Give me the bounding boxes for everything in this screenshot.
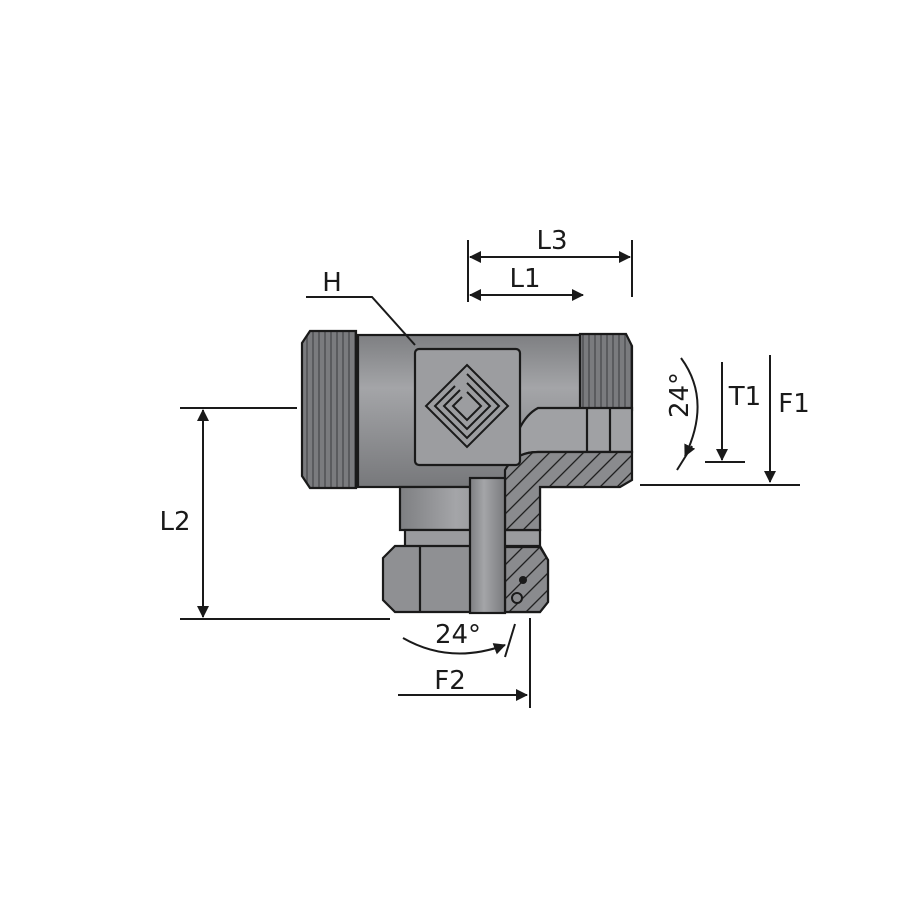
bottom-angle-label: 24° bbox=[435, 620, 481, 650]
angle-tick bbox=[676, 445, 693, 471]
dim-L3-label: L3 bbox=[536, 226, 567, 256]
side-angle-arrow bbox=[680, 357, 699, 457]
dim-T1-label: T1 bbox=[728, 382, 761, 412]
logo-icon bbox=[424, 363, 510, 449]
section-hatch bbox=[503, 450, 634, 532]
side-angle-label: 24° bbox=[665, 372, 695, 418]
dim-F1-label: F1 bbox=[778, 389, 810, 419]
angle-tick bbox=[504, 623, 516, 658]
dim-H-leader bbox=[306, 296, 416, 346]
dim-L2-label: L2 bbox=[159, 507, 190, 537]
wrench-flat bbox=[413, 347, 522, 467]
dim-H-label: H bbox=[322, 268, 342, 298]
bottom-angle-arrow bbox=[402, 637, 506, 655]
right-thread bbox=[578, 332, 634, 412]
dim-L1-label: L1 bbox=[509, 264, 540, 294]
fitting-body bbox=[300, 329, 634, 615]
tube bbox=[468, 476, 507, 615]
left-thread bbox=[300, 329, 358, 490]
dim-F2-label: F2 bbox=[434, 666, 466, 696]
